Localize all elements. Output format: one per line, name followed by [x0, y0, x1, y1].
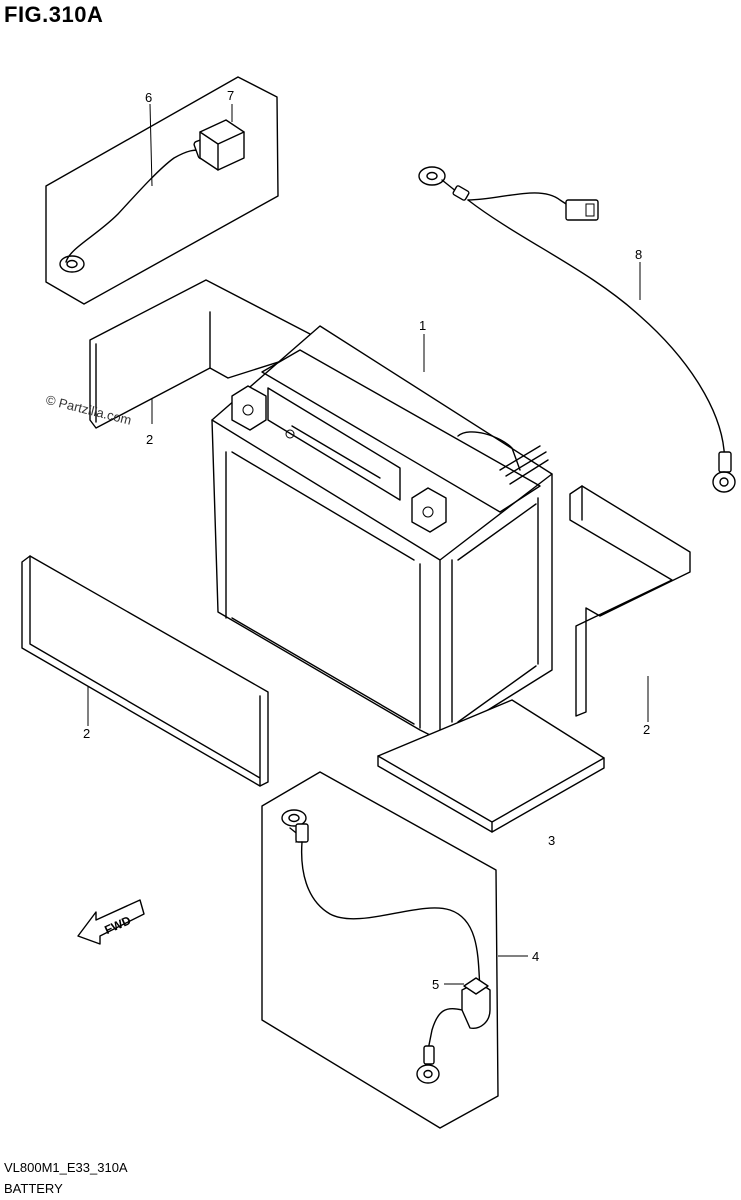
callout-4: 4: [532, 949, 539, 964]
callout-2-left-lower: 2: [83, 726, 90, 741]
insulation-part-2-upper[interactable]: [89, 279, 311, 429]
callout-2-right: 2: [643, 722, 650, 737]
footer-code: VL800M1_E33_310A: [4, 1160, 128, 1175]
callout-3: 3: [548, 833, 555, 848]
callout-6: 6: [145, 90, 152, 105]
pad-part-2-left[interactable]: [21, 555, 269, 787]
callout-5: 5: [432, 977, 439, 992]
footer-name: BATTERY: [4, 1181, 63, 1196]
leader-lines: [87, 103, 649, 985]
figure-title: FIG.310A: [4, 2, 104, 27]
pad-part-3[interactable]: [377, 699, 605, 833]
battery-part-1[interactable]: [211, 325, 553, 741]
callout-7: 7: [227, 88, 234, 103]
insulation-part-2-right[interactable]: [569, 485, 691, 717]
callout-2-left-upper: 2: [146, 432, 153, 447]
callout-1: 1: [419, 318, 426, 333]
panel-part-6[interactable]: [45, 76, 279, 305]
panel-part-4[interactable]: [261, 771, 499, 1129]
callout-8: 8: [635, 247, 642, 262]
lead-wire-part-8[interactable]: [418, 166, 736, 493]
cap-part-5[interactable]: [463, 977, 489, 995]
connector-part-7[interactable]: [199, 119, 245, 171]
fwd-arrow-icon: FWD: [77, 899, 145, 945]
